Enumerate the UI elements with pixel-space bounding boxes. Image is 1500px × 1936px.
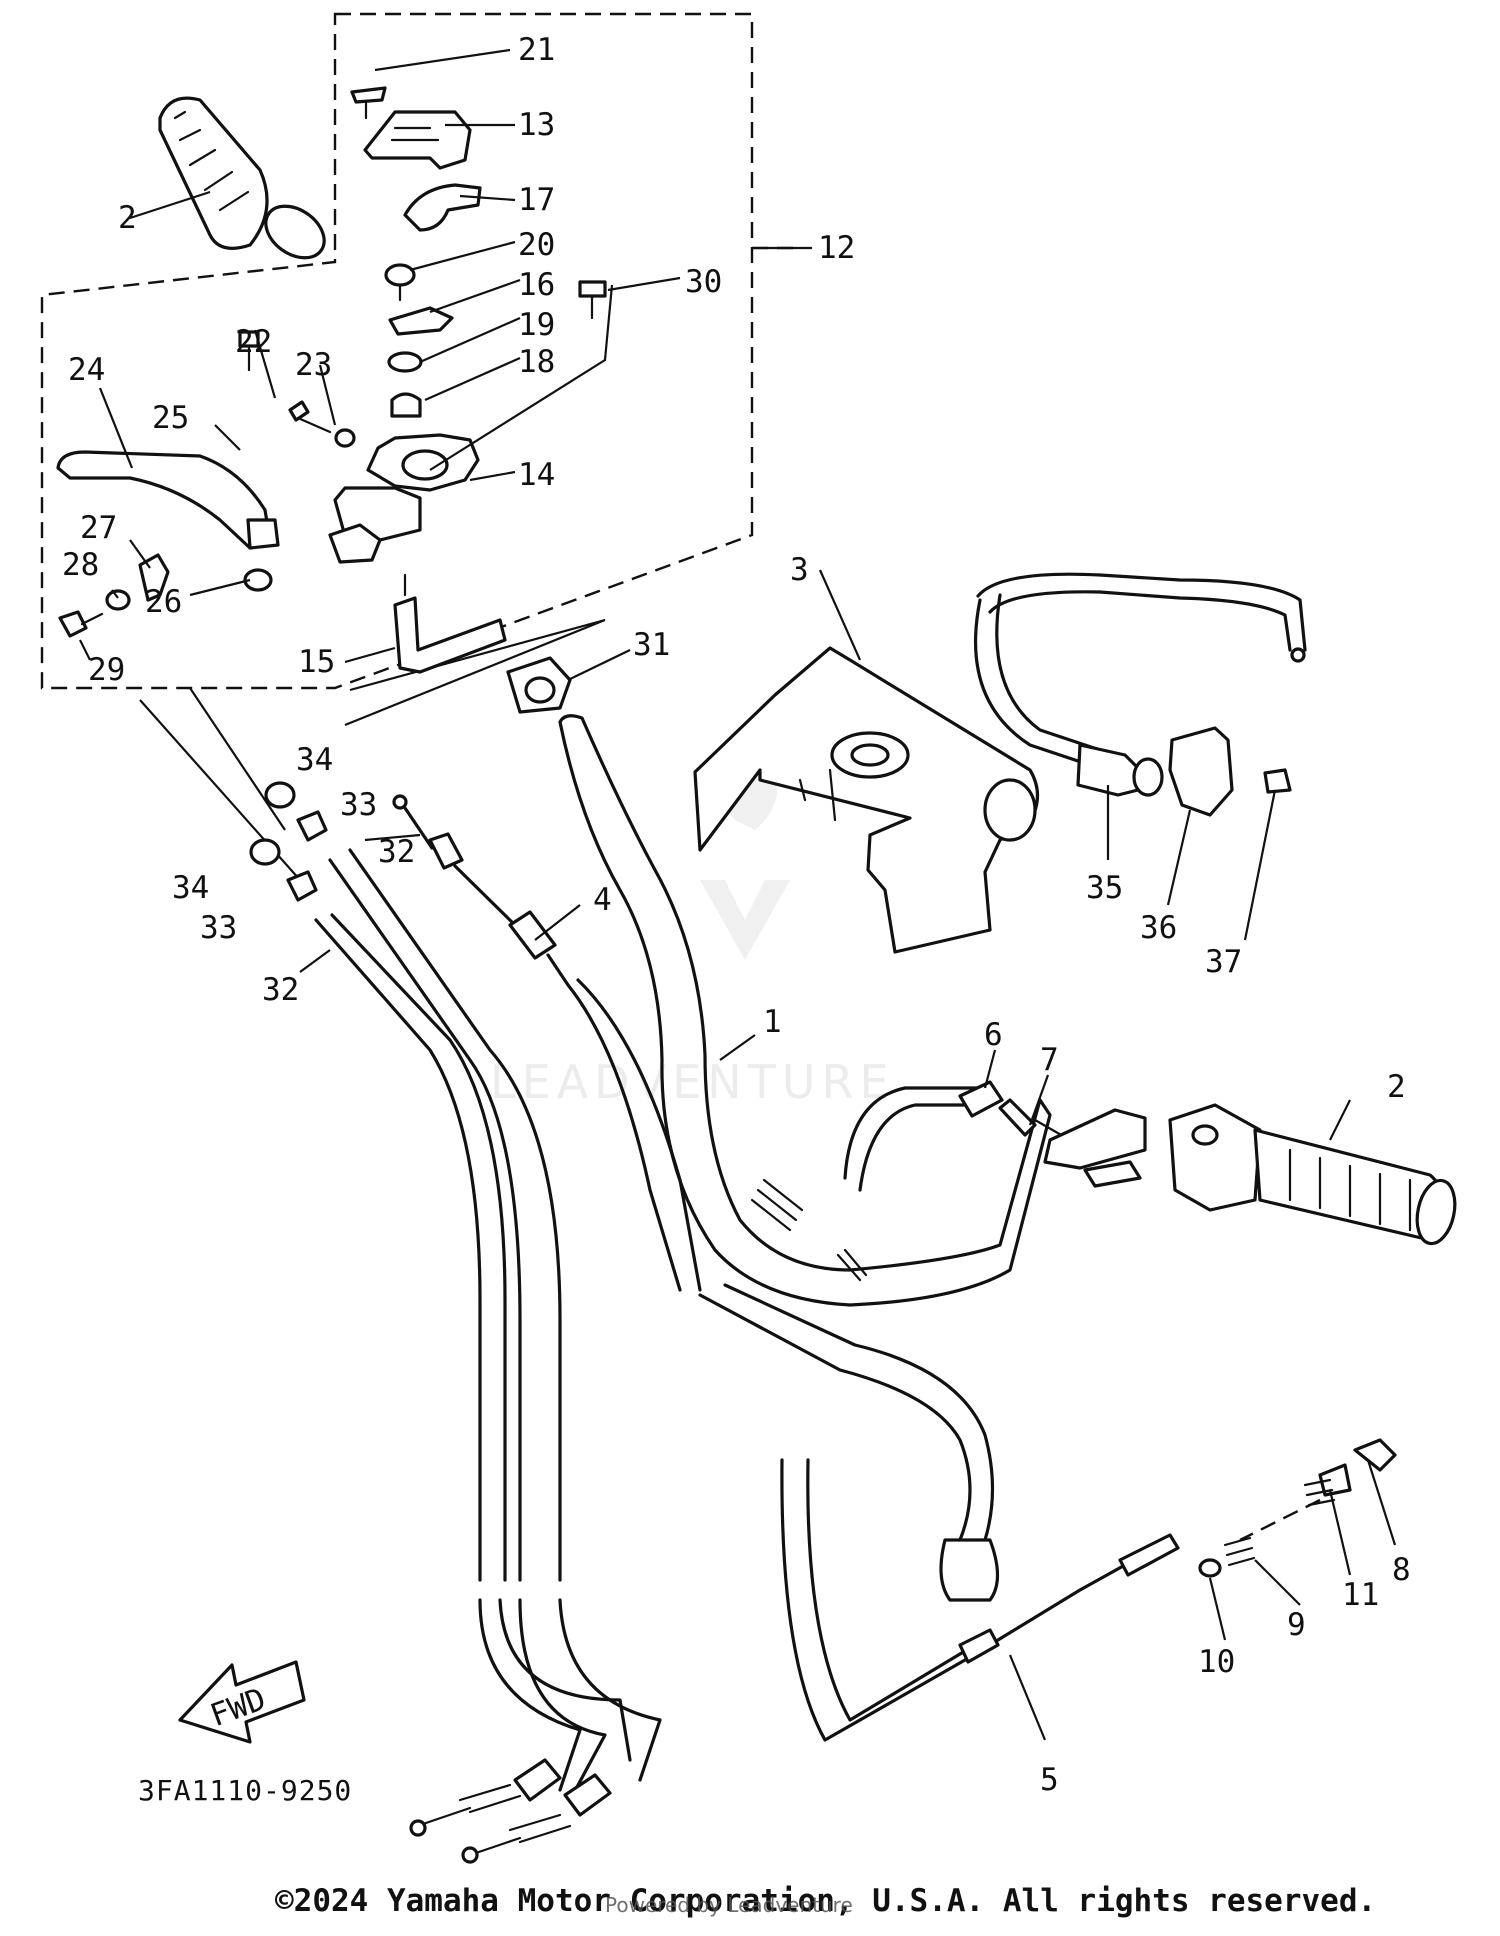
callout-32-lower: 32 xyxy=(262,972,299,1008)
cable-guide-line xyxy=(189,687,286,831)
callout-2-left: 2 xyxy=(118,200,137,236)
callout-8: 8 xyxy=(1392,1552,1411,1588)
powered-by-notice: Powered by Leadventure xyxy=(605,1893,853,1917)
callout-31: 31 xyxy=(633,627,670,663)
callout-35: 35 xyxy=(1086,870,1123,906)
lever-pivot-parts xyxy=(58,553,170,638)
handlebar-cover xyxy=(693,646,1040,954)
callout-30: 30 xyxy=(685,264,722,300)
callout-28: 28 xyxy=(62,547,99,583)
lever-fasteners xyxy=(238,330,356,592)
callout-33-lower: 33 xyxy=(200,910,237,946)
right-grip-assembly xyxy=(843,1080,1457,1246)
callout-13: 13 xyxy=(518,107,555,143)
callout-37: 37 xyxy=(1205,944,1242,980)
callout-numbers: 1 2 2 3 4 5 6 7 8 9 10 11 12 13 14 15 16… xyxy=(62,32,1411,1798)
callout-12: 12 xyxy=(818,230,855,266)
callout-14: 14 xyxy=(518,457,555,493)
callout-36: 36 xyxy=(1140,910,1177,946)
callout-16: 16 xyxy=(518,267,555,303)
clutch-lever xyxy=(56,450,280,550)
callout-25: 25 xyxy=(152,400,189,436)
callout-20: 20 xyxy=(518,227,555,263)
copyright-notice: ©2024 Yamaha Motor Corporation, U.S.A. A… xyxy=(275,1883,1377,1919)
callout-1: 1 xyxy=(763,1004,782,1040)
callout-33-upper: 33 xyxy=(340,787,377,823)
callout-22: 22 xyxy=(235,324,272,360)
diagram-code: 3FA1110-9250 xyxy=(138,1774,352,1807)
callout-6: 6 xyxy=(984,1017,1003,1053)
callout-26: 26 xyxy=(145,584,182,620)
callout-34-lower: 34 xyxy=(172,870,209,906)
fwd-arrow: FWD xyxy=(178,1660,306,1744)
callout-2-right: 2 xyxy=(1387,1069,1406,1105)
left-grip xyxy=(158,96,326,260)
callout-leaders xyxy=(79,48,1397,1741)
callout-29: 29 xyxy=(88,652,125,688)
callout-34-upper: 34 xyxy=(296,742,333,778)
callout-3: 3 xyxy=(790,552,809,588)
callout-24: 24 xyxy=(68,352,105,388)
callout-10: 10 xyxy=(1198,1644,1235,1680)
left-switch-body xyxy=(328,433,507,674)
throttle-collar xyxy=(506,656,572,714)
screw-30-guide xyxy=(429,284,614,471)
callout-7: 7 xyxy=(1040,1042,1059,1078)
callout-19: 19 xyxy=(518,307,555,343)
callout-5: 5 xyxy=(1040,1762,1059,1798)
brake-cable-5 xyxy=(780,1458,1180,1742)
clutch-cables-32 xyxy=(249,781,662,1864)
watermark-text: LEADVENTURE xyxy=(490,1055,895,1109)
callout-11: 11 xyxy=(1342,1577,1379,1613)
callout-17: 17 xyxy=(518,182,555,218)
callout-23: 23 xyxy=(295,347,332,383)
callout-9: 9 xyxy=(1287,1607,1306,1643)
choke-parts xyxy=(973,572,1307,817)
throttle-cable-4 xyxy=(392,794,1000,1602)
callout-18: 18 xyxy=(518,344,555,380)
handlebar xyxy=(558,714,1052,1307)
callout-21: 21 xyxy=(518,32,555,68)
callout-15: 15 xyxy=(298,644,335,680)
callout-4: 4 xyxy=(593,882,612,918)
callout-27: 27 xyxy=(80,510,117,546)
cable-adjuster-parts xyxy=(1198,1438,1397,1578)
callout-32-upper: 32 xyxy=(378,834,415,870)
switch-parts-stack xyxy=(350,86,607,418)
